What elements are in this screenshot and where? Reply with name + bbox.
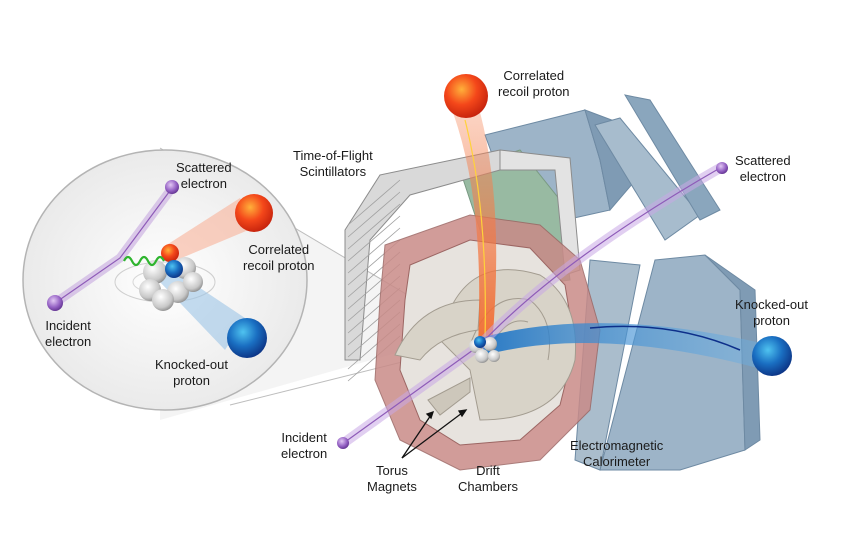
detector-incident-electron-label: Incident electron [281, 430, 327, 462]
label-line: Knocked-out [155, 357, 228, 372]
label-line: Correlated [503, 68, 565, 83]
inset-nucleus-blue-proton [165, 260, 183, 278]
detector-recoil-proton-label: Correlated recoil proton [498, 68, 570, 100]
inset-knocked-proton-ball [227, 318, 267, 358]
label-line: electron [739, 169, 786, 184]
inset-scattered-electron-label: Scattered electron [176, 160, 232, 192]
detector-target-nucleus [469, 336, 500, 363]
tof-slat-line [347, 191, 401, 238]
virtual-photon-wave [123, 255, 165, 267]
label-line: Calorimeter [583, 454, 651, 469]
torus-magnets-label: Torus Magnets [367, 463, 417, 495]
label-line: Magnets [367, 479, 417, 494]
label-line: Incident [281, 430, 327, 445]
label-line: Incident [45, 318, 91, 333]
torus-magnets-arrows [401, 409, 468, 459]
label-line: recoil proton [498, 84, 570, 99]
drift-chambers-label: Drift Chambers [458, 463, 518, 495]
label-line: Time-of-Flight [293, 148, 373, 163]
label-line: proton [753, 313, 790, 328]
inset-scattered-electron-ball [165, 180, 179, 194]
label-line: proton [173, 373, 210, 388]
label-line: Drift [476, 463, 500, 478]
label-line: Scattered [176, 160, 232, 175]
inset-recoil-proton-ball [235, 194, 273, 232]
inset-recoil-proton-label: Correlated recoil proton [243, 242, 315, 274]
label-line: recoil proton [243, 258, 315, 273]
detector-scattered-electron-ball [716, 162, 728, 174]
label-line: Correlated [248, 242, 310, 257]
label-line: Scintillators [299, 164, 367, 179]
label-line: Torus [376, 463, 408, 478]
label-line: Electromagnetic [570, 438, 664, 453]
tof-slat-line [347, 227, 401, 274]
inset-incident-electron-label: Incident electron [45, 318, 91, 350]
label-line: electron [45, 334, 92, 349]
inset-nucleus-interaction [47, 180, 273, 358]
detector-recoil-proton-ball [444, 74, 488, 118]
label-line: Knocked-out [735, 297, 808, 312]
tof-slat-line [347, 215, 401, 262]
inset-nucleus-red-proton [161, 244, 179, 262]
detector-knocked-proton-label: Knocked-out proton [735, 297, 808, 329]
inset-recoil-beam [165, 198, 258, 262]
tof-slat-line [347, 203, 401, 250]
inset-knocked-proton-label: Knocked-out proton [155, 357, 228, 389]
label-line: electron [180, 176, 227, 191]
detector-knocked-proton-ball [752, 336, 792, 376]
label-line: Chambers [458, 479, 518, 494]
em-calorimeter-label: Electromagnetic Calorimeter [570, 438, 663, 470]
label-line: Scattered [735, 153, 791, 168]
detector-incident-electron-ball [337, 437, 349, 449]
tof-slat-line [347, 179, 401, 226]
time-of-flight-label: Time-of-Flight Scintillators [293, 148, 373, 180]
detector-scattered-electron-label: Scattered electron [735, 153, 791, 185]
label-line: electron [281, 446, 328, 461]
inset-incident-electron-ball [47, 295, 63, 311]
